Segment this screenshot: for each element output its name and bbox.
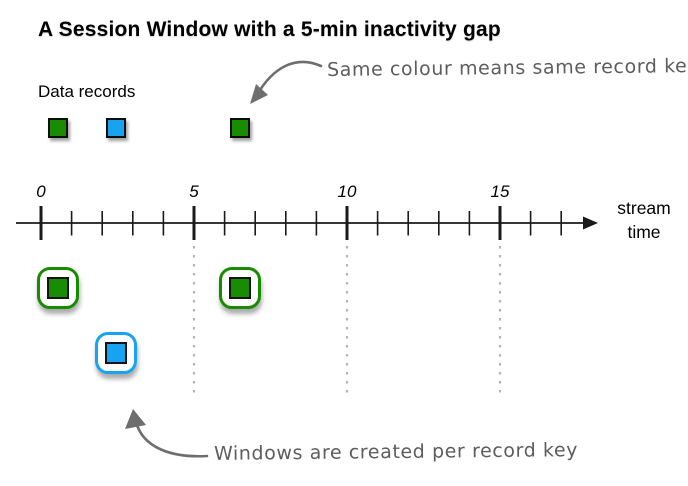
stream-time-label: stream time	[601, 196, 687, 244]
annotation-arrow-bottom	[134, 420, 209, 458]
legend-label: Data records	[38, 82, 136, 101]
annotation-arrow-top-head-icon	[250, 84, 268, 104]
axis-arrowhead-icon	[583, 216, 598, 230]
annotation-windows-per-key: Windows are created per record key	[213, 439, 579, 465]
tick-label-0: 0	[36, 182, 46, 201]
windowed-record-green	[46, 277, 69, 299]
annotation-same-colour: Same colour means same record key	[326, 55, 688, 81]
session-window-green	[218, 267, 261, 309]
session-window-green	[36, 267, 79, 309]
annotation-arrow-top	[255, 60, 323, 97]
windowed-record-blue	[104, 342, 127, 364]
tick-label-15: 15	[490, 182, 510, 201]
tick-label-10: 10	[337, 182, 357, 201]
data-record-green	[229, 118, 250, 138]
data-record-blue	[105, 118, 126, 138]
session-window-blue	[94, 332, 137, 374]
stream-time-line1: stream	[617, 198, 671, 218]
annotation-arrow-bottom-head-icon	[125, 409, 146, 429]
page-title: A Session Window with a 5-min inactivity…	[38, 18, 501, 41]
windowed-record-green	[228, 277, 251, 299]
data-record-green	[47, 118, 68, 138]
stream-time-line2: time	[627, 222, 661, 242]
tick-label-5: 5	[189, 182, 199, 201]
